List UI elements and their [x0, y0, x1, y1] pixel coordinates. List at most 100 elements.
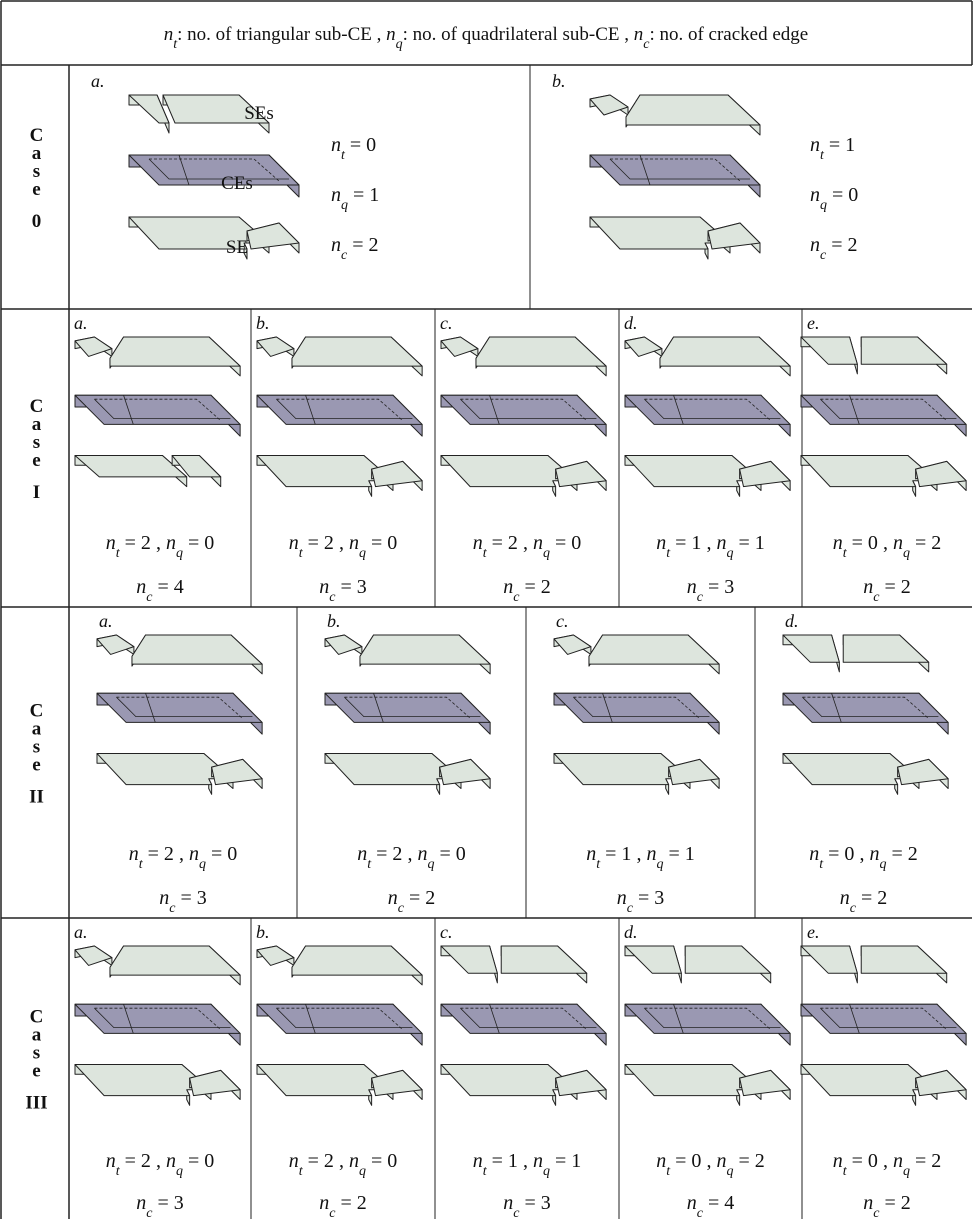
slab-top-face	[128, 94, 170, 124]
slab-top-face	[256, 336, 295, 357]
nt-nq-values: nt = 0 , nq = 2	[809, 843, 917, 872]
ce-inner-line	[820, 398, 957, 420]
slab-top-face	[589, 154, 761, 186]
slab-top-face	[128, 154, 300, 186]
ce-inner-dashed	[644, 1007, 771, 1030]
slab-top-face	[74, 455, 188, 478]
nc-value: nc = 2	[319, 1192, 367, 1220]
case-caption: a.	[74, 922, 88, 942]
ce-crack-line	[831, 693, 842, 723]
case-header-char: 0	[32, 211, 42, 232]
nt-nq-values: nt = 1 , nq = 1	[656, 532, 764, 561]
element-label: SEs	[244, 103, 274, 124]
element-stack	[74, 336, 241, 488]
ce-inner-line	[802, 696, 939, 717]
ce-inner-line	[644, 398, 781, 420]
element-stack	[624, 336, 791, 497]
case-header-char: a	[32, 1025, 42, 1046]
nt-nq-values: nt = 2 , nq = 0	[357, 843, 465, 872]
nc-value: nc = 3	[159, 887, 207, 916]
case-caption: a.	[74, 313, 88, 333]
ce-inner-line	[94, 398, 231, 420]
element-stack	[96, 634, 263, 795]
case-header-char: C	[30, 1007, 44, 1028]
slab-top-face	[659, 336, 791, 367]
slab-top-face	[96, 634, 135, 655]
ce-crack-line	[602, 693, 613, 723]
slab-top-face	[624, 394, 791, 425]
ce-inner-dashed	[460, 398, 587, 421]
case-caption: c.	[440, 922, 453, 942]
ce-crack-line	[123, 1004, 134, 1034]
ce-crack-line	[639, 154, 651, 186]
slab-top-face	[256, 394, 423, 425]
slab-top-face	[500, 945, 588, 974]
nt-nq-values: nt = 2 , nq = 0	[473, 532, 581, 561]
slab-top-face	[782, 692, 949, 723]
ce-inner-dashed	[276, 398, 403, 421]
ce-inner-line	[276, 1007, 413, 1028]
slab-top-face	[440, 1064, 578, 1097]
ce-crack-line	[145, 693, 156, 723]
ce-inner-dashed	[460, 1007, 587, 1030]
case-header-char: e	[32, 179, 40, 200]
element-stack	[440, 945, 607, 1106]
slab-top-face	[246, 222, 300, 250]
slab-top-face	[440, 336, 479, 357]
slab-top-face	[440, 1003, 607, 1034]
slab-top-face	[625, 94, 761, 126]
element-stack	[800, 336, 967, 497]
element-stack	[128, 94, 300, 260]
ce-inner-line	[344, 696, 481, 717]
slab-top-face	[440, 945, 498, 974]
slab-top-face	[588, 634, 720, 665]
nt-nq-values: nt = 0 , nq = 2	[833, 532, 941, 561]
element-stack	[74, 945, 241, 1106]
case-caption: d.	[624, 922, 638, 942]
ce-crack-line	[849, 395, 860, 425]
case-caption: e.	[807, 313, 820, 333]
nc-value: nc = 2	[503, 576, 551, 605]
slab-top-face	[782, 753, 920, 786]
slab-top-face	[371, 460, 423, 488]
slab-top-face	[782, 634, 840, 663]
ce-inner-dashed	[802, 696, 929, 719]
slab-top-face	[800, 394, 967, 425]
nt-nq-values: nt = 1 , nq = 1	[586, 843, 694, 872]
slab-top-face	[800, 455, 938, 488]
slab-top-face	[707, 222, 761, 250]
slab-top-face	[440, 394, 607, 425]
ce-crack-line	[305, 1004, 316, 1034]
ce-inner-line	[116, 696, 253, 717]
case-header-char: III	[25, 1093, 47, 1114]
ce-inner-dashed	[573, 696, 700, 719]
ce-crack-line	[489, 1004, 500, 1034]
slab-top-face	[553, 692, 720, 723]
slab-top-face	[171, 455, 222, 478]
slab-top-face	[291, 945, 423, 976]
slab-top-face	[74, 394, 241, 425]
ce-inner-dashed	[116, 696, 243, 719]
slab-top-face	[324, 753, 462, 786]
slab-top-face	[668, 758, 720, 786]
slab-top-face	[897, 758, 949, 786]
nc-value: nc = 2	[388, 887, 436, 916]
slab-top-face	[189, 1069, 241, 1097]
ce-crack-line	[673, 1004, 684, 1034]
ce-inner-line	[148, 158, 289, 180]
nt-nq-values: nt = 2 , nq = 0	[289, 1150, 397, 1179]
slab-top-face	[915, 1069, 967, 1097]
case-header-char: s	[33, 432, 40, 453]
ce-inner-dashed	[276, 1007, 403, 1030]
slab-top-face	[256, 945, 295, 966]
nt-nq-values: nt = 2 , nq = 0	[129, 843, 237, 872]
element-stack	[782, 634, 949, 795]
slab-top-face	[624, 1064, 762, 1097]
case-caption: b.	[327, 611, 341, 631]
case-caption: e.	[807, 922, 820, 942]
slab-top-face	[211, 758, 263, 786]
case-caption: c.	[440, 313, 453, 333]
element-stack	[256, 336, 423, 497]
nc-value: nc = 3	[687, 576, 735, 605]
